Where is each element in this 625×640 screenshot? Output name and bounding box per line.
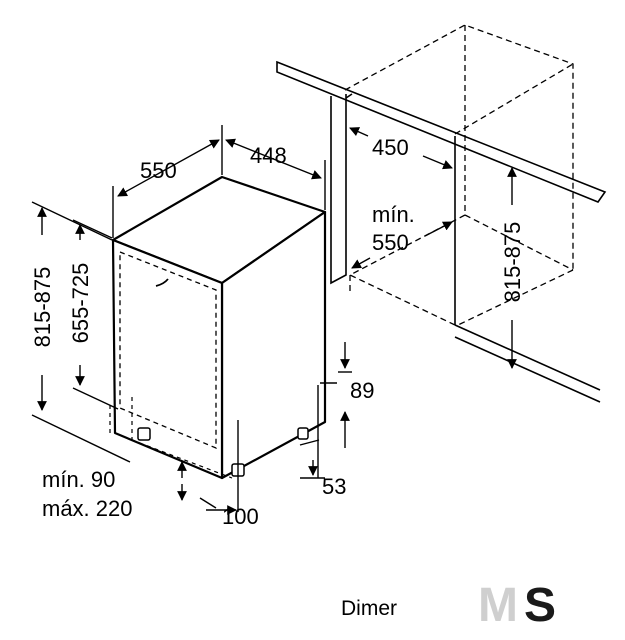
dimension-niche-height-label: 815-875 xyxy=(500,222,525,303)
dimension-depth-label: 550 xyxy=(140,158,177,183)
caption-text: Dimer xyxy=(341,597,397,620)
dishwasher xyxy=(111,175,327,480)
brand-logo: M S xyxy=(478,579,556,632)
logo-letter-m: M xyxy=(478,579,518,632)
dimension-plinth-top-label: 89 xyxy=(350,378,374,403)
dimension-door-height-label: 655-725 xyxy=(68,263,93,344)
plinth-dashed xyxy=(109,397,233,479)
dimension-lines xyxy=(31,125,517,515)
dimension-appliance-height-label: 815-875 xyxy=(30,267,55,348)
dimension-width-label: 448 xyxy=(250,143,287,168)
dimension-plinth-min-label: mín. 90 xyxy=(42,467,115,492)
cabinet-outline xyxy=(276,60,607,403)
door-handle-icon xyxy=(155,278,169,287)
dimension-plinth-max-label: máx. 220 xyxy=(42,496,133,521)
dimension-min-cabinet-depth-label: 550 xyxy=(372,230,409,255)
dimension-plinth-depth-label: 100 xyxy=(222,504,259,529)
plinth-lines xyxy=(237,382,337,498)
logo-letter-s: S xyxy=(524,579,556,632)
dimension-plinth-bottom-label: 53 xyxy=(322,474,346,499)
dimension-cabinet-depth-label: 450 xyxy=(372,135,409,160)
dimension-min-label: mín. xyxy=(372,202,415,227)
door-dashed-outline xyxy=(119,251,217,449)
